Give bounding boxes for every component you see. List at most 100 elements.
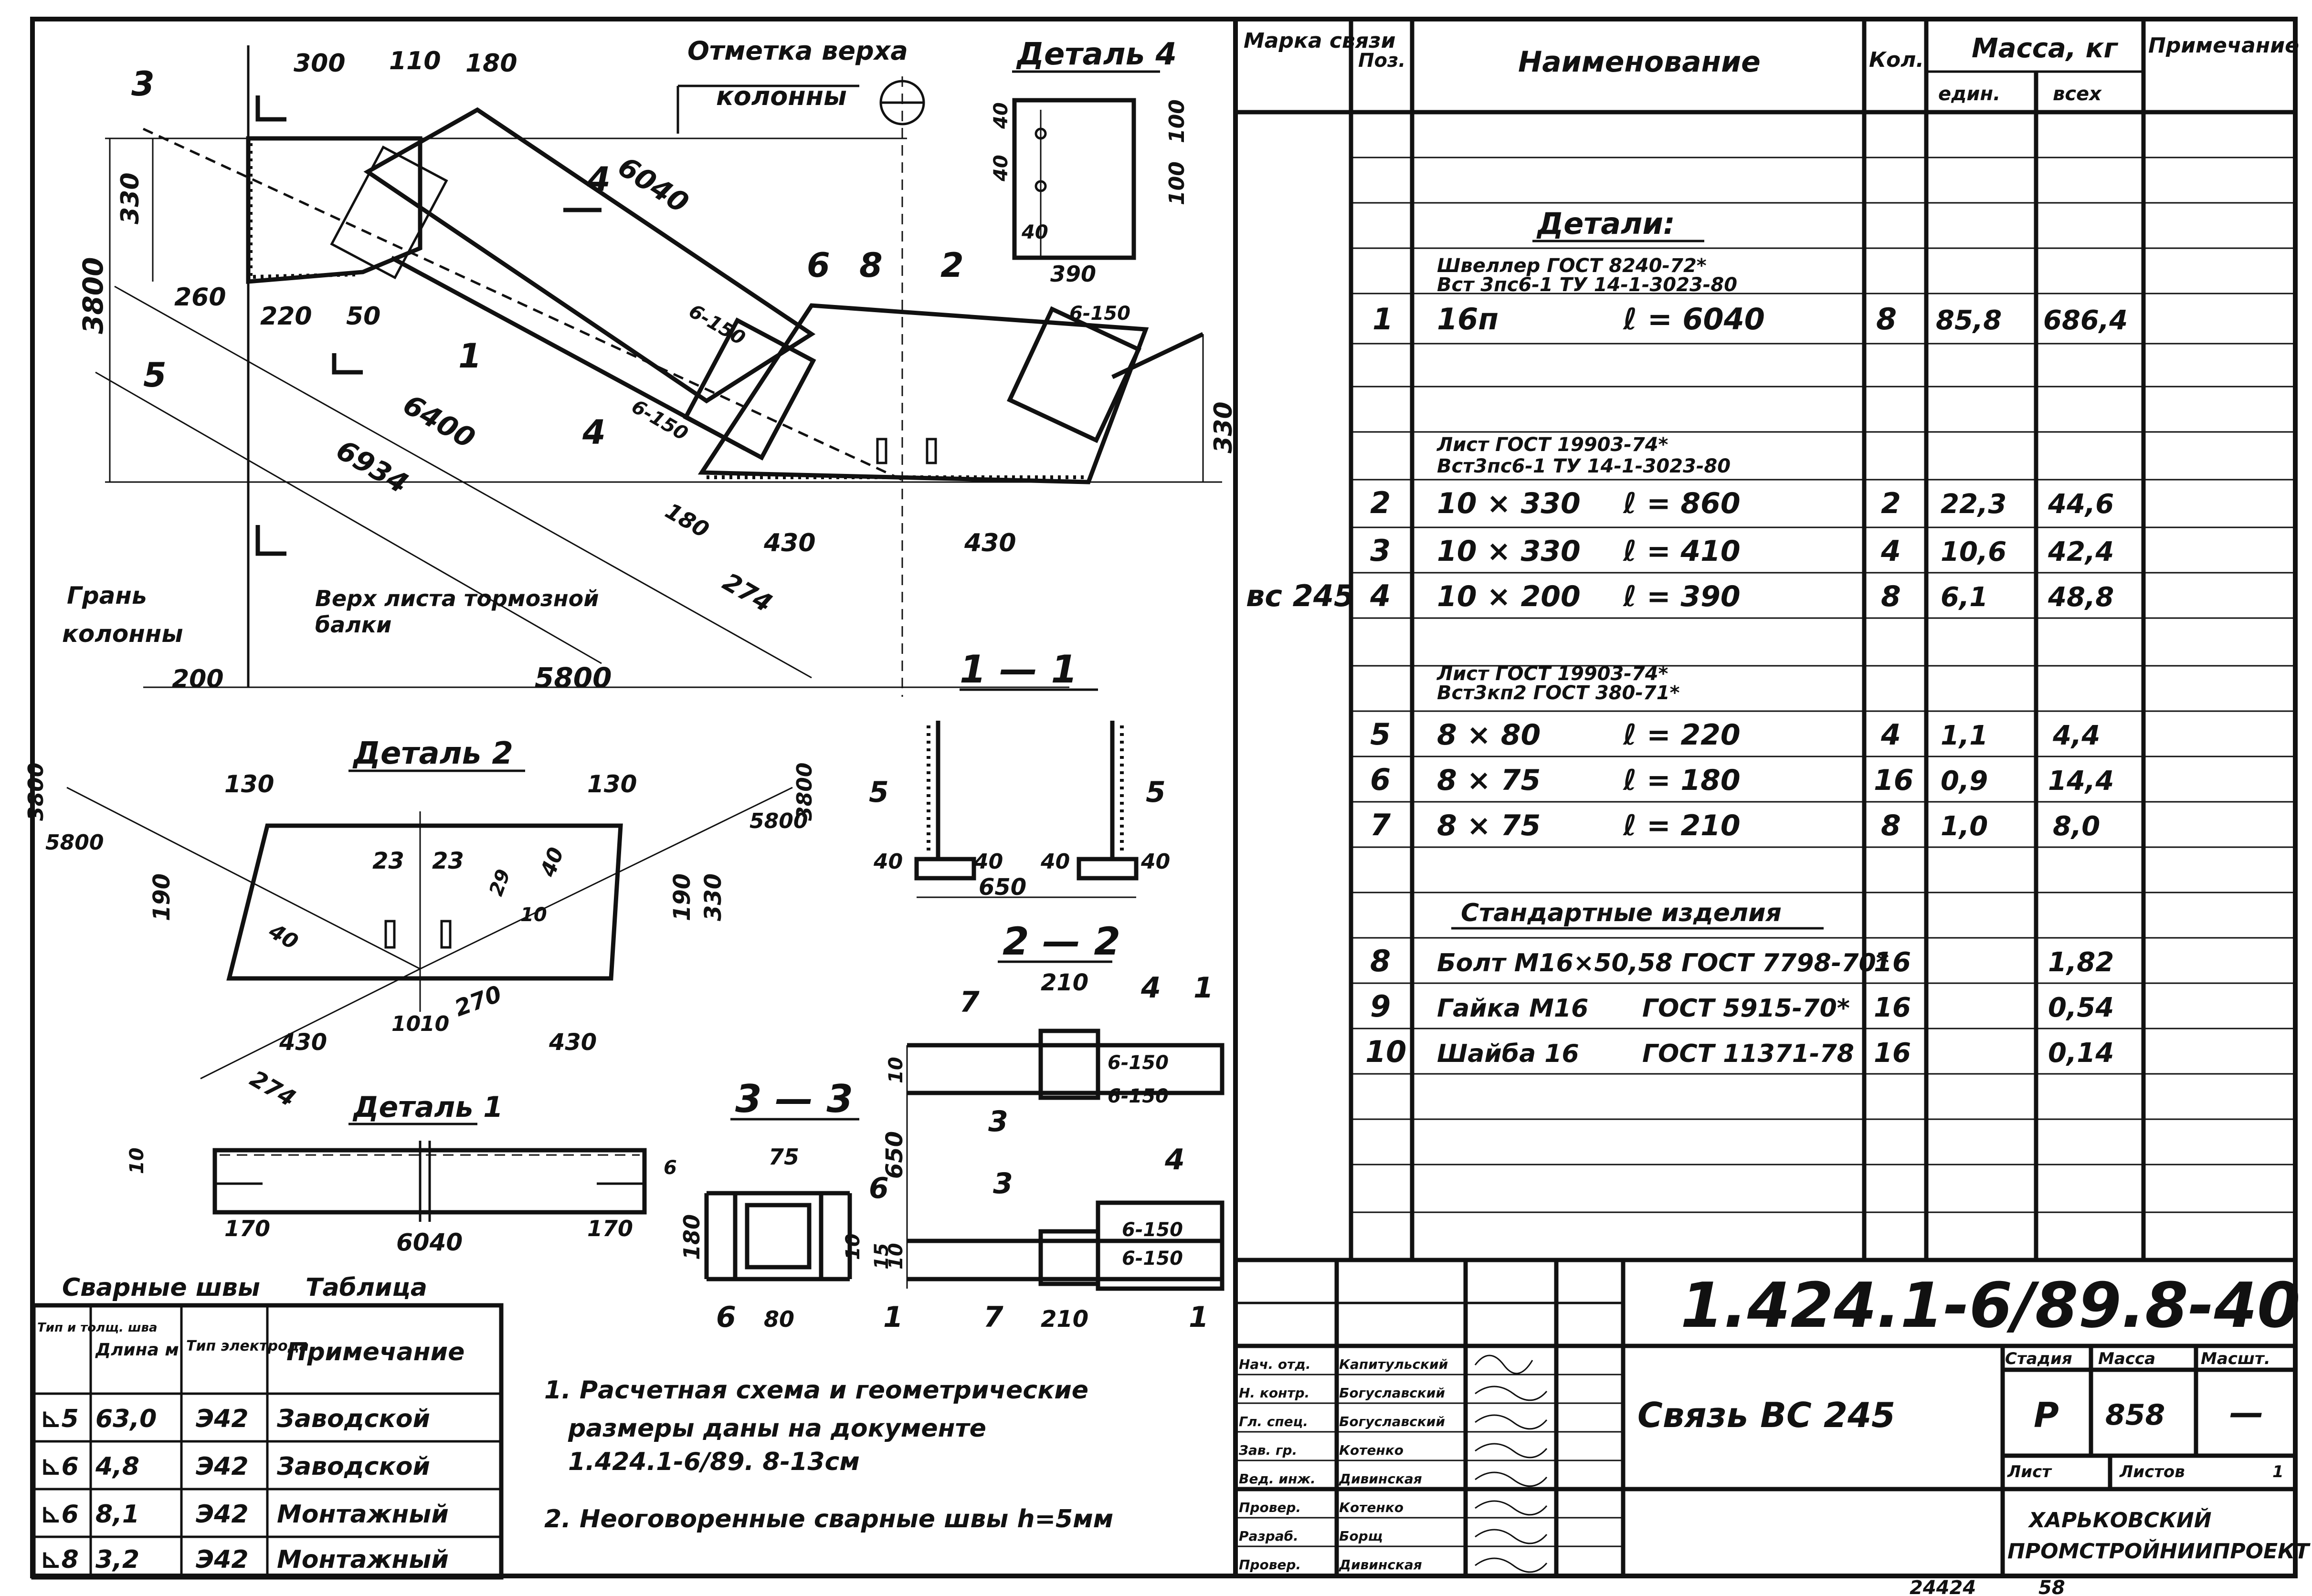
svg-text:Масса, кг: Масса, кг: [1972, 33, 2118, 64]
svg-text:Э42: Э42: [196, 1545, 249, 1574]
svg-text:10: 10: [1365, 1034, 1406, 1069]
svg-text:Марка связи: Марка связи: [1244, 29, 1395, 53]
svg-text:40: 40: [264, 919, 302, 955]
svg-text:6-150: 6-150: [685, 300, 749, 350]
svg-text:1,0: 1,0: [1941, 811, 1988, 842]
svg-text:8: 8: [1876, 302, 1897, 336]
svg-text:Сварные швы: Сварные швы: [62, 1273, 260, 1302]
svg-text:10: 10: [391, 1012, 421, 1036]
spec-row: 6 8 × 75 ℓ = 180 16 0,9 14,4: [1370, 762, 2114, 797]
svg-text:40: 40: [1040, 850, 1070, 874]
svg-text:2 — 2: 2 — 2: [1003, 919, 1120, 964]
svg-text:Богуславский: Богуславский: [1339, 1414, 1445, 1429]
svg-text:Масса: Масса: [2098, 1349, 2155, 1368]
section-3-3: 3 — 3 75 80 180 10 15 6 6 1: [679, 1077, 903, 1334]
svg-text:Богуславский: Богуславский: [1339, 1385, 1445, 1401]
spec-row: 4 10 × 200 ℓ = 390 8 6,1 48,8: [1370, 578, 2114, 613]
main-view: [95, 45, 1222, 697]
svg-text:16: 16: [1874, 1038, 1911, 1069]
svg-text:1,1: 1,1: [1941, 720, 1988, 751]
svg-text:Э42: Э42: [196, 1500, 249, 1529]
svg-text:Разраб.: Разраб.: [1239, 1528, 1299, 1544]
svg-text:4: 4: [1164, 1143, 1185, 1176]
svg-text:Дивинская: Дивинская: [1339, 1471, 1422, 1487]
svg-text:Болт М16×50,58 ГОСТ 7798-70*: Болт М16×50,58 ГОСТ 7798-70*: [1437, 949, 1889, 977]
svg-text:ℓ = 220: ℓ = 220: [1623, 718, 1741, 752]
svg-text:4: 4: [587, 160, 611, 199]
svg-text:300: 300: [294, 49, 346, 78]
svg-text:6-150: 6-150: [1108, 1052, 1169, 1074]
svg-text:80: 80: [764, 1306, 794, 1332]
svg-text:8: 8: [1370, 944, 1391, 978]
svg-text:180: 180: [661, 498, 714, 543]
section-2-2: 2 — 2 210 210 650 10 10 6-150 6-150 6-15…: [881, 919, 1225, 1334]
svg-text:330: 330: [700, 873, 727, 921]
svg-text:Кол.: Кол.: [1869, 48, 1924, 72]
svg-text:650: 650: [979, 874, 1026, 901]
svg-text:190: 190: [148, 873, 175, 921]
svg-text:⊾6: ⊾6: [41, 1500, 79, 1529]
svg-text:⊾5: ⊾5: [41, 1405, 79, 1433]
svg-text:8: 8: [1881, 809, 1901, 842]
svg-text:10: 10: [842, 1233, 864, 1260]
svg-text:1.424.1-6/89.8-40: 1.424.1-6/89.8-40: [1680, 1269, 2301, 1342]
svg-text:Гл. спец.: Гл. спец.: [1239, 1414, 1308, 1429]
weld-table: Сварные швы Таблица Тип и толщ. шва Длин…: [31, 1273, 504, 1580]
svg-text:5800: 5800: [750, 809, 808, 833]
signature-list: Нач. отд. Капитульский Н. контр. Богусла…: [1238, 1356, 1448, 1573]
svg-text:75: 75: [769, 1144, 799, 1170]
svg-text:7: 7: [1370, 808, 1391, 842]
svg-text:6040: 6040: [396, 1228, 463, 1256]
svg-text:40: 40: [873, 850, 903, 874]
svg-text:ХАРЬКОВСКИЙ: ХАРЬКОВСКИЙ: [2027, 1507, 2212, 1533]
svg-text:50: 50: [346, 302, 380, 331]
weld-row: ⊾6 4,8 Э42 Заводской: [41, 1452, 430, 1481]
svg-text:6-150: 6-150: [1122, 1248, 1183, 1270]
svg-text:430: 430: [763, 529, 816, 557]
svg-text:Тип и толщ. шва: Тип и толщ. шва: [37, 1321, 158, 1335]
svg-text:Вст3пс6-1 ТУ 14-1-3023-80: Вст3пс6-1 ТУ 14-1-3023-80: [1437, 455, 1731, 477]
svg-text:8 × 80: 8 × 80: [1437, 718, 1541, 752]
svg-text:1,82: 1,82: [2048, 947, 2114, 978]
svg-text:Монтажный: Монтажный: [277, 1545, 449, 1574]
weld-row: ⊾8 3,2 Э42 Монтажный: [41, 1545, 449, 1574]
svg-text:10: 10: [126, 1147, 148, 1174]
svg-text:Лист ГОСТ 19903-74*: Лист ГОСТ 19903-74*: [1436, 434, 1668, 456]
svg-text:5: 5: [1370, 717, 1391, 752]
svg-text:200: 200: [172, 665, 224, 693]
svg-text:Котенко: Котенко: [1339, 1500, 1404, 1515]
svg-text:6-150: 6-150: [1108, 1085, 1169, 1107]
svg-text:10 × 200: 10 × 200: [1437, 580, 1581, 613]
svg-text:330: 330: [116, 172, 145, 224]
svg-text:4: 4: [582, 413, 606, 452]
spec-row: 7 8 × 75 ℓ = 210 8 1,0 8,0: [1370, 808, 2100, 842]
svg-text:Деталь 2: Деталь 2: [352, 736, 513, 771]
svg-text:Наименование: Наименование: [1518, 45, 1761, 79]
svg-text:ℓ = 390: ℓ = 390: [1623, 580, 1741, 613]
svg-text:2: 2: [1881, 487, 1901, 520]
svg-text:ℓ = 410: ℓ = 410: [1623, 535, 1741, 568]
svg-text:6934: 6934: [331, 433, 414, 500]
svg-text:Монтажный: Монтажный: [277, 1500, 449, 1529]
svg-text:Отметка верха: Отметка верха: [687, 36, 908, 66]
svg-text:1: 1: [1372, 302, 1393, 336]
svg-text:170: 170: [224, 1216, 270, 1241]
svg-text:40: 40: [990, 102, 1012, 129]
svg-text:7: 7: [960, 986, 980, 1019]
svg-text:Длина м: Длина м: [95, 1340, 179, 1360]
svg-text:Борщ: Борщ: [1339, 1528, 1383, 1544]
svg-text:Деталь 4: Деталь 4: [1016, 37, 1177, 72]
svg-text:4,4: 4,4: [2052, 720, 2100, 751]
svg-text:Э42: Э42: [196, 1405, 249, 1433]
svg-text:130: 130: [224, 770, 274, 798]
svg-text:4: 4: [1370, 578, 1391, 613]
svg-text:6,1: 6,1: [1941, 582, 1988, 613]
svg-text:22,3: 22,3: [1941, 489, 2006, 520]
svg-text:4: 4: [1140, 971, 1161, 1005]
svg-text:Провер.: Провер.: [1239, 1557, 1301, 1573]
svg-text:42,4: 42,4: [2048, 536, 2114, 567]
svg-text:ℓ = 6040: ℓ = 6040: [1623, 302, 1765, 336]
svg-text:всех: всех: [2053, 83, 2102, 105]
sheet-frame: [30, 17, 2298, 1578]
